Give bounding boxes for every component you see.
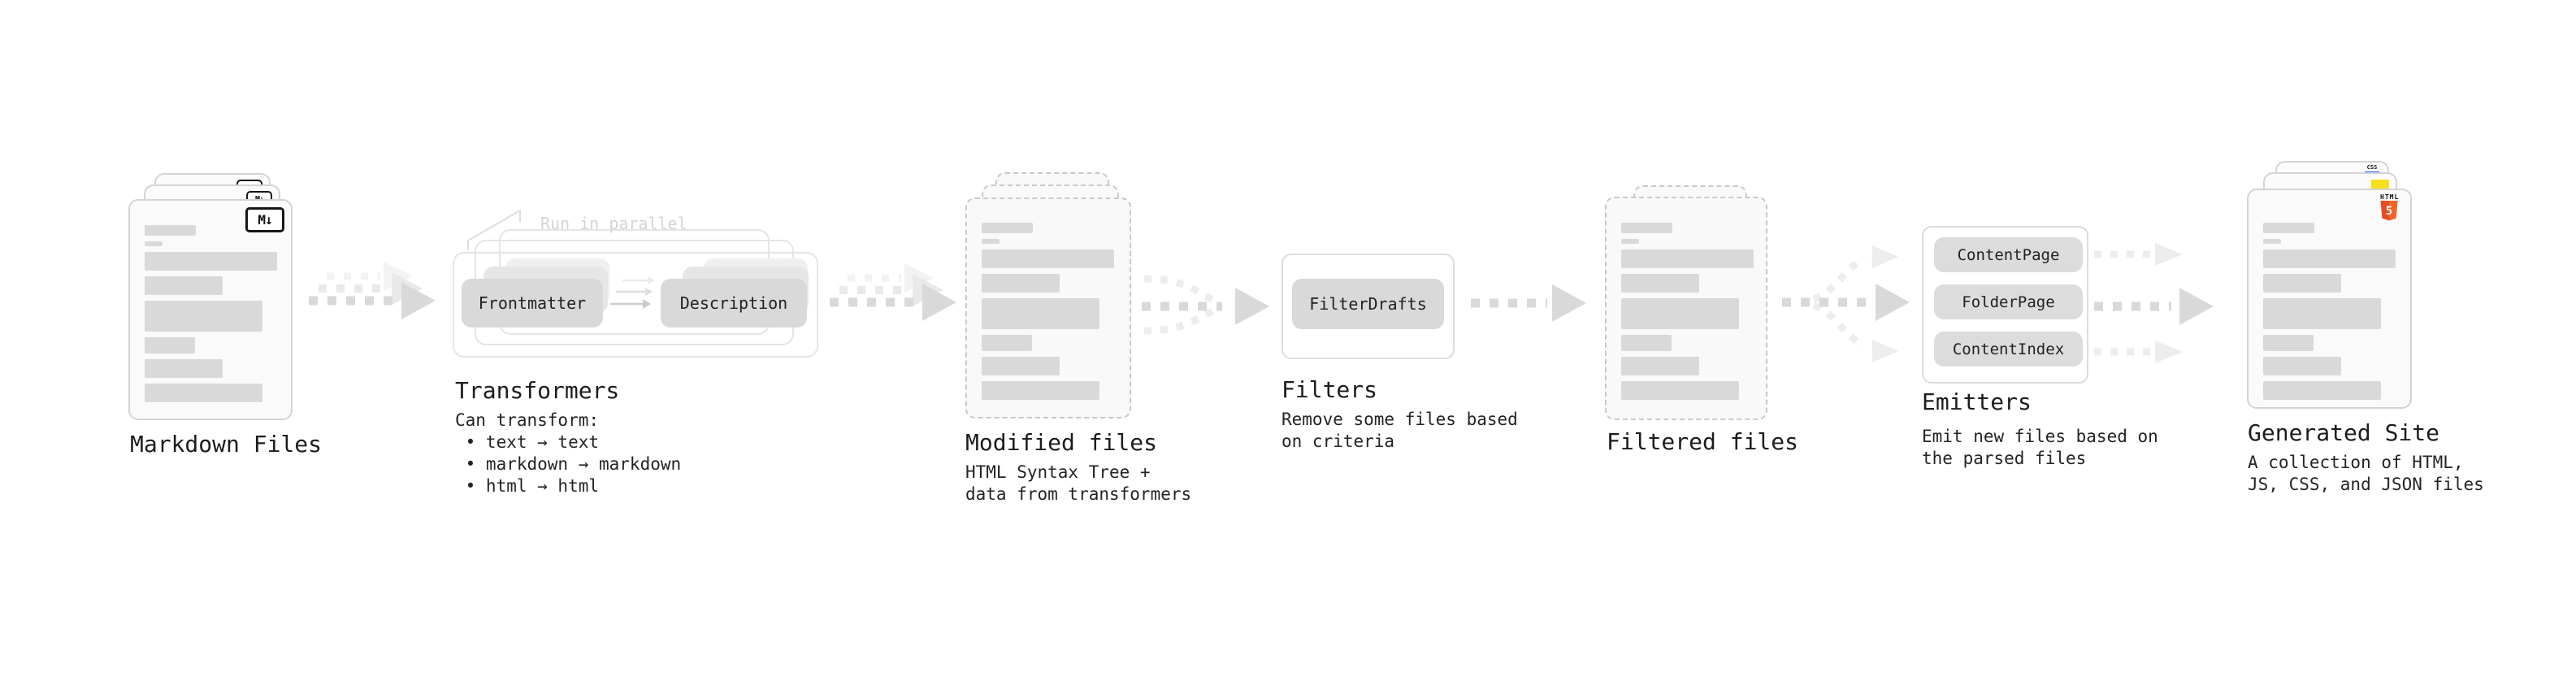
placeholder-bar — [2263, 274, 2341, 293]
placeholder-bar — [2263, 298, 2381, 329]
placeholder-bar — [2263, 335, 2314, 351]
transformers-description: Can transform: • text → text • markdown … — [455, 410, 682, 496]
placeholder-bar — [2263, 249, 2396, 268]
placeholder-bar — [145, 301, 262, 332]
javascript-icon — [2371, 180, 2389, 189]
arrow-markdown-to-transformers — [309, 262, 436, 319]
run-in-parallel-leader-line — [467, 209, 521, 250]
placeholder-bar — [145, 359, 223, 378]
placeholder-bar — [2263, 223, 2314, 233]
placeholder-bar — [982, 274, 1060, 293]
document-content-placeholder — [982, 223, 1114, 400]
arrow-filtered-to-emitters — [1782, 245, 1910, 362]
placeholder-bar — [145, 225, 196, 236]
placeholder-bar — [2263, 357, 2341, 375]
placeholder-bar — [1621, 223, 1672, 233]
modified-files-description: HTML Syntax Tree + data from transformer… — [965, 462, 1192, 504]
filtered-file-card — [1605, 197, 1767, 420]
frontmatter-node: Frontmatter — [462, 279, 603, 327]
placeholder-bar — [145, 241, 163, 246]
transformer-card-front — [453, 252, 818, 358]
placeholder-bar — [1621, 274, 1699, 293]
placeholder-bar — [145, 337, 195, 354]
generated-site-label: Generated Site — [2248, 419, 2440, 446]
description-node: Description — [661, 279, 807, 327]
document-content-placeholder — [145, 225, 277, 402]
modified-files-label: Modified files — [965, 429, 1158, 456]
arrow-frontmatter-to-description — [610, 276, 655, 309]
placeholder-bar — [145, 384, 262, 402]
folder-page-node: FolderPage — [1934, 284, 2083, 319]
content-index-node: ContentIndex — [1934, 332, 2083, 367]
generated-file-card: HTML 5 — [2247, 189, 2412, 409]
modified-file-card — [965, 197, 1131, 419]
placeholder-bar — [982, 249, 1114, 268]
filters-description: Remove some files based on criteria — [1281, 410, 1518, 451]
emitters-description: Emit new files based on the parsed files — [1922, 427, 2158, 468]
generated-site-description: A collection of HTML, JS, CSS, and JSON … — [2248, 453, 2484, 494]
html5-shield: 5 — [2380, 201, 2398, 221]
filtered-files-label: Filtered files — [1607, 428, 1799, 455]
html5-icon: HTML 5 — [2380, 194, 2398, 224]
placeholder-bar — [982, 223, 1033, 233]
placeholder-bar — [982, 381, 1099, 400]
svg-text:5: 5 — [2386, 205, 2392, 218]
markdown-files-label: Markdown Files — [130, 431, 323, 458]
placeholder-bar — [982, 239, 1000, 244]
placeholder-bar — [982, 298, 1099, 329]
run-in-parallel-note: Run in parallel — [540, 214, 687, 233]
document-content-placeholder — [2263, 223, 2396, 400]
markdown-icon: M↓ — [245, 207, 284, 232]
transformers-label: Transformers — [455, 377, 620, 404]
placeholder-bar — [145, 252, 277, 271]
content-page-node: ContentPage — [1934, 237, 2083, 272]
markdown-file-card: M↓ — [128, 199, 293, 420]
emitters-label: Emitters — [1922, 388, 2032, 415]
document-content-placeholder — [1621, 223, 1754, 400]
arrow-filters-to-filtered — [1471, 284, 1586, 322]
placeholder-bar — [1621, 335, 1672, 351]
arrow-emitters-to-generated — [2094, 243, 2214, 363]
placeholder-bar — [1621, 357, 1699, 375]
placeholder-bar — [145, 276, 223, 295]
placeholder-bar — [2263, 239, 2281, 244]
placeholder-bar — [982, 357, 1060, 375]
filter-drafts-node: FilterDrafts — [1292, 279, 1444, 329]
placeholder-bar — [1621, 239, 1639, 244]
placeholder-bar — [2263, 381, 2381, 400]
placeholder-bar — [1621, 381, 1739, 400]
arrow-modified-to-filters — [1142, 275, 1269, 335]
placeholder-bar — [1621, 298, 1739, 329]
filters-label: Filters — [1281, 376, 1378, 403]
placeholder-bar — [982, 335, 1032, 351]
placeholder-bar — [1621, 249, 1754, 268]
arrow-transformers-to-modified — [830, 263, 956, 321]
